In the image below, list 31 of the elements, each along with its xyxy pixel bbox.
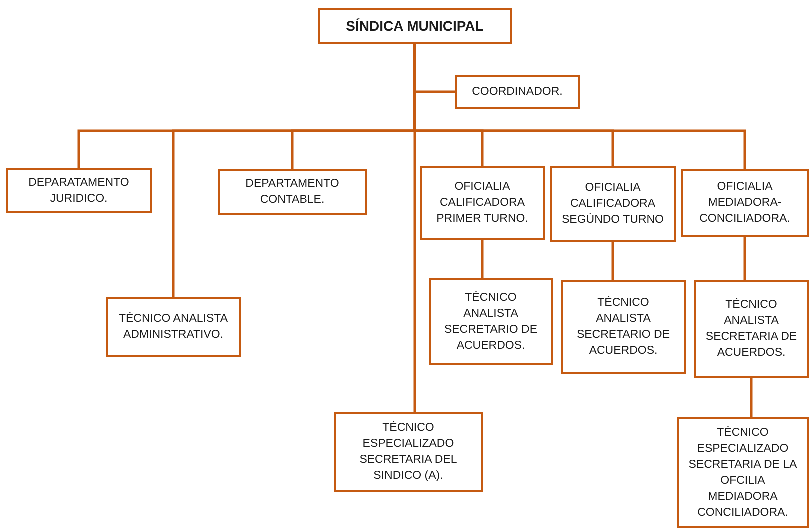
position-title: OFICIALIA MEDIADORA-CONCILIADORA. <box>698 180 792 227</box>
position-title: SÍNDICA MUNICIPAL <box>346 18 484 34</box>
position-box <box>694 280 809 378</box>
position-title: TÉCNICO ANALISTA SECRETARIA DE ACUERDOS. <box>704 297 798 361</box>
position-box <box>218 169 367 215</box>
position-title: TÉCNICO ANALISTA SECRETARIO DE ACUERDOS. <box>576 295 672 359</box>
position-title: TÉCNICO ESPECIALIZADO SECRETARIA DE LA OFCILIA MEDIADORA CONCILIADORA. <box>688 425 798 520</box>
position-box <box>550 166 676 242</box>
position-title: TÉCNICO ANALISTA SECRETARIO DE ACUERDOS. <box>443 290 539 354</box>
position-title: TÉCNICO ESPECIALIZADO SECRETARIA DEL SINDICO (A). <box>358 420 458 484</box>
position-box <box>677 417 809 528</box>
position-box <box>681 169 809 237</box>
connector-line <box>744 237 746 280</box>
position-box <box>420 166 545 240</box>
position-title: OFICIALIA CALIFICADORA SEGÚNDO TURNO <box>560 181 666 228</box>
position-title: OFICIALIA CALIFICADORA PRIMER TURNO. <box>436 180 530 227</box>
position-box <box>6 168 152 213</box>
connector-line <box>414 44 416 412</box>
connector-line <box>612 242 614 280</box>
position-box <box>334 412 483 492</box>
position-title: DEPARTAMENTO CONTABLE. <box>244 177 340 208</box>
connector-line <box>481 240 484 278</box>
position-title: TÉCNICO ANALISTA ADMINISTRATIVO. <box>118 311 230 343</box>
position-title: COORDINADOR. <box>472 85 563 100</box>
position-box <box>429 278 553 365</box>
position-title: DEPARATAMENTO JURIDICO. <box>28 176 130 206</box>
position-box <box>561 280 686 374</box>
position-box <box>106 297 241 357</box>
title-box <box>318 8 512 44</box>
position-box <box>455 75 580 109</box>
connector-line <box>750 378 753 417</box>
